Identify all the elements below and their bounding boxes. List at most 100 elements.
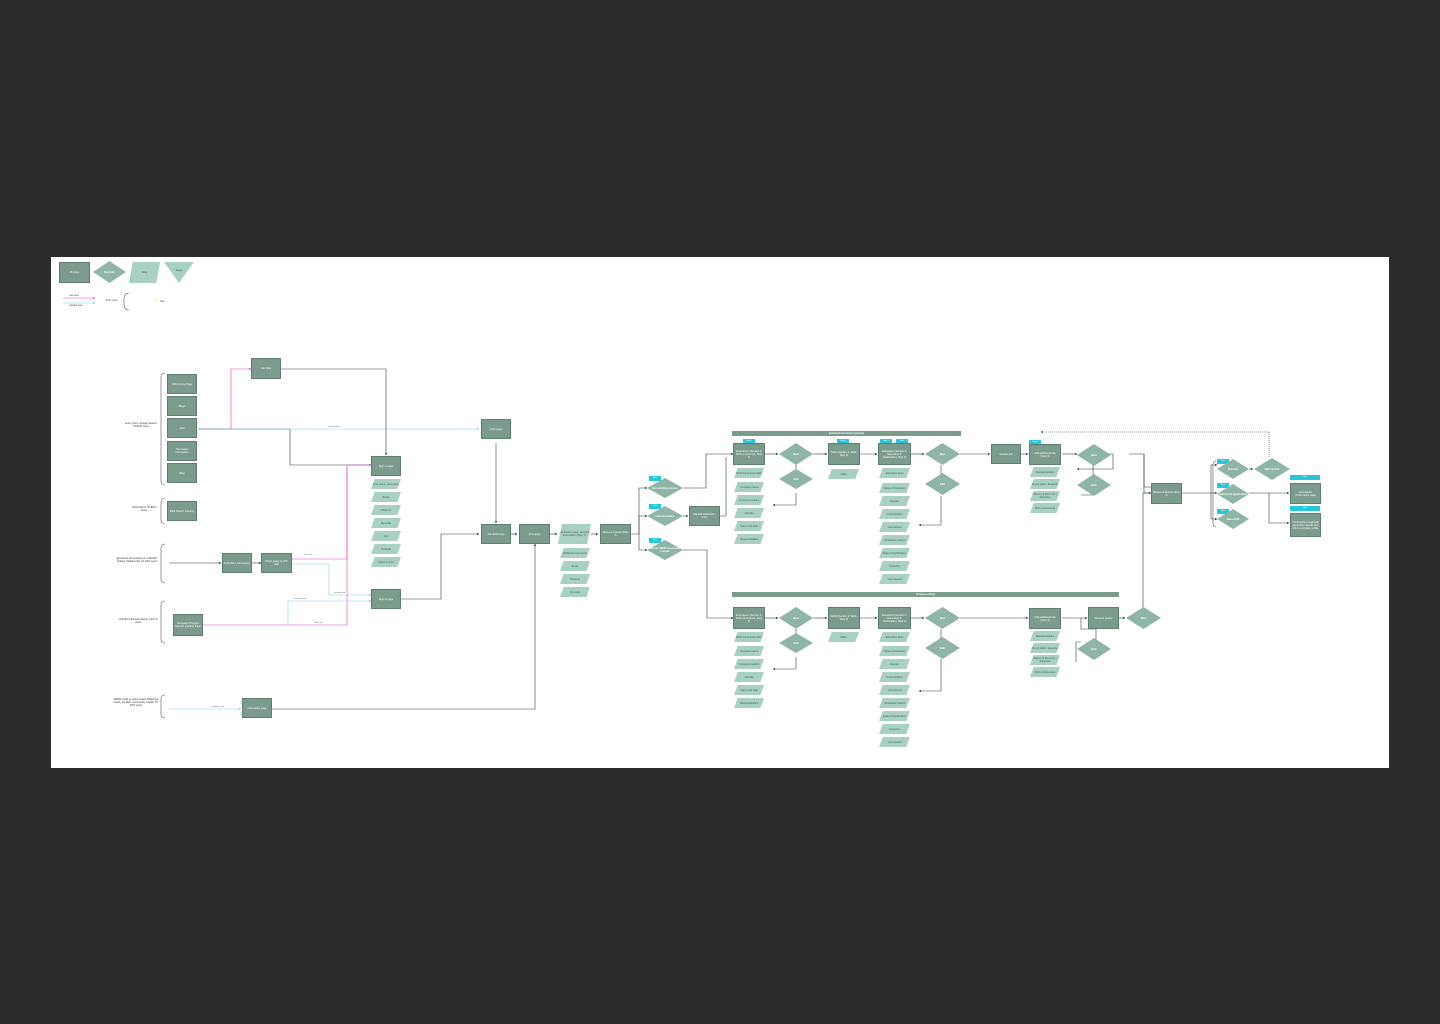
node-manual-entry[interactable]: Manual information entry <box>689 506 720 526</box>
decision-edu-bottom-edit[interactable]: Edit <box>925 637 960 659</box>
node-sign-in-bottom[interactable]: Sign in page <box>371 589 401 609</box>
node-skills-bottom[interactable]: Skills (Section 2: Skills, Step 3) <box>828 607 860 629</box>
node-app-info[interactable]: Application page: personal information (… <box>558 524 591 544</box>
tag-addl-top: Step 3 <box>1029 440 1041 445</box>
field-exp-bottom-2: Company location <box>734 659 764 669</box>
tag-email: New <box>1290 506 1320 511</box>
node-jobs-page[interactable]: Jobs page <box>481 419 511 439</box>
tag-save-draft: New <box>1217 509 1229 514</box>
field-edu-top-6: Date of Certification <box>879 548 910 558</box>
node-addl-top[interactable]: Add additional info (Step 3) <box>1029 444 1061 465</box>
tag-has-resume: New <box>649 476 661 481</box>
decision-no-resume[interactable]: Has no / NEW no-resume resume <box>647 540 683 560</box>
field-info-zip: Zip code <box>560 587 590 597</box>
entry-campaign-landing[interactable]: Campaign Program Specific Landing Page <box>173 614 203 636</box>
tag-edu-top: Step 3 <box>880 439 892 444</box>
legend-brace <box>123 292 130 311</box>
field-signup-name: First name, Last name <box>371 479 401 489</box>
field-edu-bottom-5: Certification Name <box>879 698 910 708</box>
decision-save-draft[interactable]: Save draft <box>1217 509 1249 529</box>
node-resume-review[interactable]: Resume review <box>1088 607 1119 629</box>
entry-blog[interactable]: Blog <box>167 463 197 483</box>
field-addl-bottom-1: My top skills / Expertise <box>1030 643 1060 653</box>
decision-edu-top-edit[interactable]: Edit <box>925 473 960 495</box>
decision-edit-section[interactable]: Edit section <box>1254 458 1290 480</box>
node-direct-apply[interactable]: Direct apply or ATS path <box>261 553 292 573</box>
node-edu-top[interactable]: Education (Section 3: Education & Certif… <box>878 443 911 465</box>
field-exp-bottom-1: Company name <box>734 646 764 656</box>
field-addl-top-2: Where I'd like to be / Expertise <box>1030 491 1060 501</box>
decision-preview[interactable]: Preview <box>1217 459 1249 479</box>
entry-blogs[interactable]: Blogs <box>167 396 197 416</box>
edge-label-existing-3: existing user <box>293 598 308 600</box>
field-edu-bottom-3: Concentration <box>879 672 910 682</box>
legend-existing-user-label: existing user <box>69 304 83 307</box>
node-addl-bottom[interactable]: Add additional info (Step 3) <box>1029 608 1061 629</box>
decision-addl-top-edit[interactable]: Edit <box>1077 474 1111 496</box>
field-exp-bottom-4: Start / end date <box>734 685 764 695</box>
decision-submit[interactable]: Submit job application <box>1217 484 1249 504</box>
decision-edu-top-next[interactable]: Next <box>925 443 960 465</box>
node-job-detail[interactable]: Job detail page <box>481 524 511 544</box>
node-review-submit[interactable]: Review & Submit (Step 4) <box>1151 483 1182 504</box>
tag-exp-top: Step 3 <box>743 439 755 444</box>
decision-addl-bottom-edit[interactable]: Edit <box>1077 638 1111 660</box>
decision-addl-top-next[interactable]: Next <box>1077 444 1111 466</box>
node-submission-confirm[interactable]: Submission confirmation page <box>1290 483 1321 504</box>
entry-omc-home[interactable]: OMC Home Page <box>167 374 197 394</box>
field-exp-top-4: Start / end date <box>734 521 764 531</box>
node-edu-bottom[interactable]: Education (Section 3: Education & Certif… <box>878 607 911 629</box>
field-signup-optional: Optional <box>371 544 401 554</box>
decision-exp-bottom-next[interactable]: Next <box>779 607 813 629</box>
node-sign-in-top[interactable]: Sign in page <box>371 456 401 476</box>
node-ats-apply[interactable]: ATS apply <box>519 524 550 544</box>
entry-jobs[interactable]: Jobs <box>167 418 197 438</box>
node-review-job[interactable]: Review job <box>991 444 1021 464</box>
field-edu-bottom-0: Education level <box>879 632 910 642</box>
decision-upload-resume[interactable]: Upload resume <box>647 506 683 526</box>
field-edu-bottom-6: Date of Certification <box>879 711 910 721</box>
node-resume-upload[interactable]: Resume Upload (Step 2) <box>600 524 631 544</box>
field-edu-top-8: Year earned <box>879 574 910 584</box>
legend-entry-point-label: Entry point <box>106 299 118 302</box>
node-info-page[interactable]: Information page <box>242 698 272 718</box>
decision-edu-bottom-next[interactable]: Next <box>925 607 960 629</box>
field-exp-top-0: Work experience (title) <box>734 468 764 478</box>
field-exp-bottom-3: Job title <box>734 672 764 682</box>
field-edu-top-2: Degree <box>879 496 910 506</box>
field-edu-bottom-8: Year earned <box>879 737 910 747</box>
field-edu-bottom-4: Year earned <box>879 685 910 695</box>
decision-exp-top-edit[interactable]: Edit <box>779 469 813 489</box>
node-find-jobs[interactable]: Find jobs / Job posting <box>222 553 252 573</box>
entry-bracket-4 <box>160 600 166 644</box>
legend-star-label: Star <box>160 300 165 303</box>
node-confirmation-email[interactable]: Confirmation email with application deta… <box>1290 513 1321 537</box>
entry-paid-search-landing[interactable]: Paid Search Landing <box>167 501 197 521</box>
field-signup-zip: Zip code <box>371 518 401 528</box>
node-skills-top[interactable]: Skills (Section 2: Skills, Step 3) <box>828 443 860 465</box>
entry-bracket-2 <box>160 497 166 525</box>
decision-resume-review-next[interactable]: Next <box>1126 607 1161 629</box>
diagram-board: Process Decision Data Stage new user exi… <box>51 257 1389 768</box>
node-exp-top[interactable]: Experience (Section 1: Work experience, … <box>733 443 765 465</box>
field-exp-bottom-0: Work experience (title) <box>734 632 764 642</box>
field-edu-top-5: Certification Name <box>879 535 910 545</box>
field-exp-top-1: Company name <box>734 482 764 492</box>
entry-bracket-3 <box>160 543 166 584</box>
field-info-phone: Phone # <box>560 574 590 584</box>
decision-has-resume[interactable]: Has existing resume <box>647 478 683 498</box>
decision-exp-top-next[interactable]: Next <box>779 443 813 465</box>
field-signup-city: City <box>371 531 401 541</box>
field-exp-top-2: Company location <box>734 495 764 505</box>
entry-career-connection[interactable]: The Career Connection <box>167 441 197 461</box>
band-progress-editing: Progress editing <box>732 592 1119 597</box>
node-exp-bottom[interactable]: Experience (Section 1: Work experience, … <box>733 607 765 629</box>
edge-label-new-2: new user <box>313 622 324 624</box>
field-addl-bottom-0: Desired location <box>1030 631 1060 641</box>
legend-decision: Decision <box>93 261 126 283</box>
field-addl-bottom-2: Where I'd like to be / Expertise <box>1030 655 1060 665</box>
decision-exp-bottom-edit[interactable]: Edit <box>779 633 813 653</box>
node-job-tiles[interactable]: Job Tiles <box>251 358 281 379</box>
band-extracted: Extracted information (parsed) <box>732 431 961 436</box>
entry-label-paid: Paid Search 75-80% users <box>132 506 156 513</box>
